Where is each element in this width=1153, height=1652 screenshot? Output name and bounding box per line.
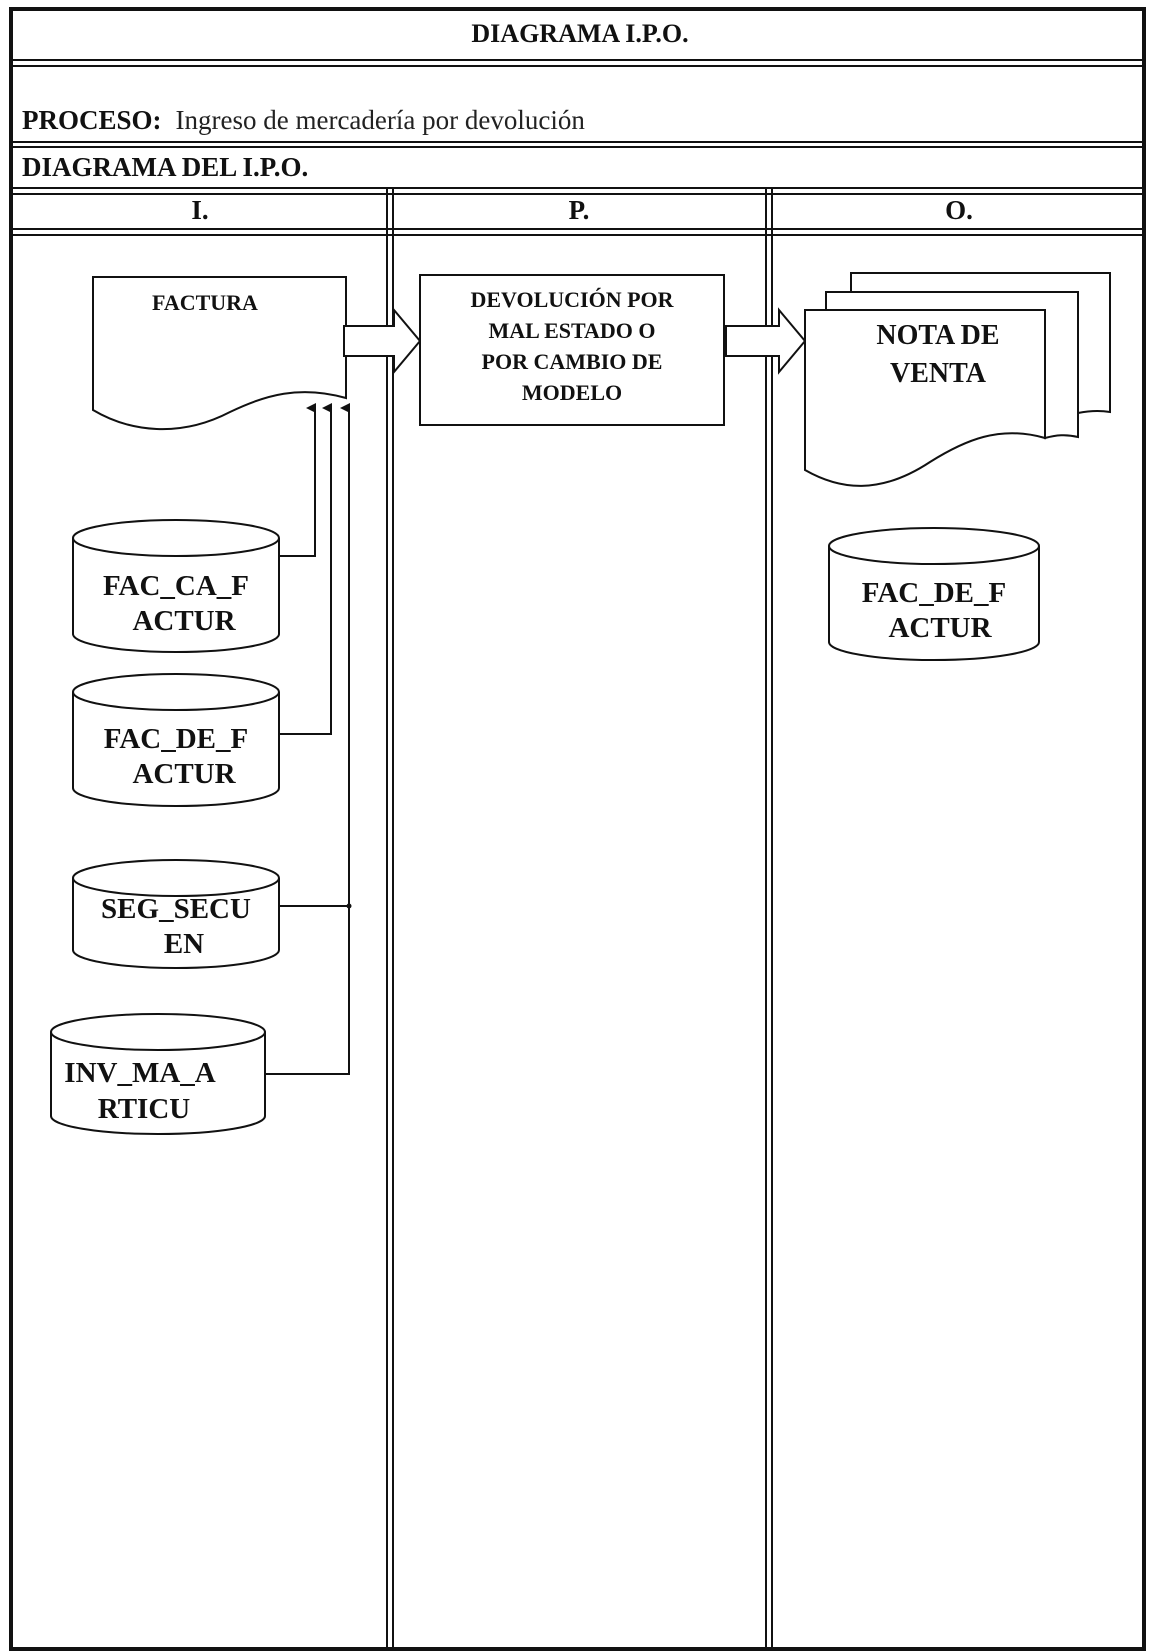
data-store-label: ACTUR (132, 758, 236, 790)
nota-de-venta-multidocument: NOTA DE VENTA (804, 272, 1111, 487)
store-connectors (265, 403, 350, 1075)
data-store-seg-secuen: SEG_SECU EN (72, 859, 280, 969)
process-line: PROCESO: Ingreso de mercadería por devol… (22, 105, 585, 135)
data-store-inv-ma-articu: INV_MA_A RTICU (50, 1013, 266, 1135)
data-store-label: ACTUR (132, 605, 236, 637)
process-label: PROCESO: (22, 105, 162, 135)
nota-de-venta-line-1: NOTA DE (876, 320, 999, 351)
column-header-process: P. (569, 195, 590, 225)
column-header-output: O. (945, 195, 973, 225)
data-store-label: SEG_SECU (101, 893, 251, 925)
data-store-label: ACTUR (888, 612, 992, 644)
process-box (419, 274, 725, 426)
column-header-input: I. (191, 195, 208, 225)
data-store-label: RTICU (98, 1093, 190, 1125)
data-store-label: FAC_DE_F (104, 723, 248, 755)
column-dividers (386, 188, 773, 1649)
data-store-label: FAC_CA_F (103, 570, 249, 602)
data-store-fac-de-factur: FAC_DE_F ACTUR (72, 673, 280, 807)
data-store-label: INV_MA_A (64, 1057, 215, 1089)
nota-de-venta-line-2: VENTA (890, 358, 987, 389)
process-box-line-4: MODELO (522, 380, 622, 405)
process-box-line-2: MAL ESTADO O (488, 318, 655, 343)
factura-document-label: FACTURA (152, 290, 258, 315)
connector-junction (346, 903, 352, 909)
diagram-subtitle: DIAGRAMA DEL I.P.O. (22, 152, 308, 182)
data-store-label: FAC_DE_F (862, 577, 1006, 609)
process-value: Ingreso de mercadería por devolución (176, 105, 586, 135)
diagram-title: DIAGRAMA I.P.O. (471, 19, 688, 48)
data-store-output-fac-de-factur: FAC_DE_F ACTUR (828, 527, 1040, 661)
data-store-label: EN (164, 928, 204, 960)
header-dividers (11, 59, 1144, 236)
process-box-line-3: POR CAMBIO DE (482, 349, 663, 374)
block-arrow-process-to-output (725, 307, 807, 375)
factura-document-shape (92, 276, 347, 431)
block-arrow-input-to-process (343, 307, 422, 375)
data-store-fac-ca-factur: FAC_CA_F ACTUR (72, 519, 280, 653)
outer-frame (9, 7, 1146, 1651)
process-box-line-1: DEVOLUCIÓN POR (470, 287, 674, 312)
